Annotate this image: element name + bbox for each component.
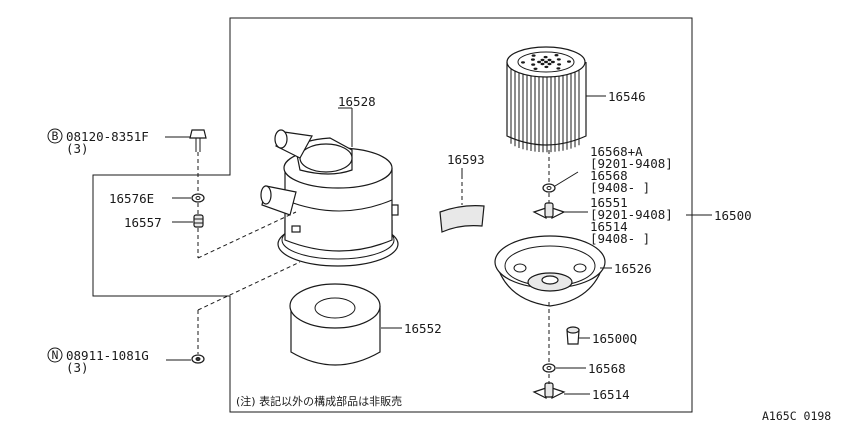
filter-hole	[540, 58, 545, 62]
label-16552: 16552	[404, 321, 442, 336]
marker-n-letter: N	[52, 348, 59, 362]
label-16593: 16593	[447, 152, 485, 167]
filter-hole	[543, 55, 548, 59]
label-16514: 16514	[590, 219, 628, 234]
leader-lines	[165, 95, 712, 395]
label-16551-range: [9201-9408]	[590, 207, 673, 222]
filter-hole	[521, 61, 525, 64]
label-nut-qty: (3)	[66, 360, 89, 375]
grommet-16557	[193, 214, 204, 228]
label-16551: 16551	[590, 195, 628, 210]
filter-pleats	[510, 68, 580, 153]
wing-nut-16551	[532, 202, 566, 219]
label-16568-lower: 16568	[588, 361, 626, 376]
label-16568A: 16568+A	[590, 144, 643, 159]
filter-hole	[531, 54, 536, 57]
label-16568: 16568	[590, 168, 628, 183]
filter-hole	[554, 54, 559, 57]
label-bolt-qty: (3)	[66, 141, 89, 156]
foam-16552	[289, 283, 381, 366]
filter-hole	[540, 62, 545, 66]
marker-b-letter: B	[52, 129, 59, 143]
filter-holes	[521, 54, 571, 71]
bolt-08120	[189, 129, 207, 152]
grommet-16500Q	[566, 326, 580, 345]
footnote: (注) 表記以外の構成部品は非販売	[236, 394, 402, 408]
filter-hole	[531, 63, 536, 66]
marker-b-circle	[47, 128, 63, 144]
figure-id: A165C 0198	[762, 409, 831, 423]
housing-16528	[260, 129, 399, 267]
filter-hole	[537, 60, 542, 64]
label-16526: 16526	[614, 261, 652, 276]
label-nut-code: 08911-1081G	[66, 348, 149, 363]
label-16514-range: [9408- ]	[590, 231, 650, 246]
label-16500Q: 16500Q	[592, 331, 637, 346]
alignment-lines	[197, 150, 550, 384]
filter-hole	[567, 60, 571, 63]
pad-16593	[439, 205, 485, 233]
filter-hole	[544, 60, 548, 64]
washer-16576E	[191, 193, 205, 203]
cover-16526	[494, 235, 606, 307]
filter-hole	[530, 58, 535, 61]
filter-hole	[544, 65, 549, 69]
label-16546: 16546	[608, 89, 646, 104]
washer-16568-upper	[542, 183, 556, 193]
washer-16568-lower	[542, 363, 556, 373]
filter-hole	[557, 63, 562, 66]
label-16568-range: [9408- ]	[590, 180, 650, 195]
filter-hole	[547, 62, 552, 66]
filter-hole	[533, 67, 538, 71]
nut-08911	[191, 354, 205, 364]
filter-hole	[547, 58, 552, 62]
label-bolt-code: 08120-8351F	[66, 129, 149, 144]
label-16576E: 16576E	[109, 191, 154, 206]
filter-hole	[556, 58, 561, 61]
label-16557: 16557	[124, 215, 162, 230]
label-16500: 16500	[714, 208, 752, 223]
label-16514-lower: 16514	[592, 387, 630, 402]
wing-nut-16514	[532, 382, 566, 399]
filter-element-16546	[506, 46, 587, 153]
filter-hole	[556, 67, 561, 70]
marker-n-circle	[47, 347, 63, 363]
assembly-frame	[92, 17, 693, 413]
label-16528: 16528	[338, 94, 376, 109]
filter-hole	[550, 60, 555, 64]
label-16568A-range: [9201-9408]	[590, 156, 673, 171]
